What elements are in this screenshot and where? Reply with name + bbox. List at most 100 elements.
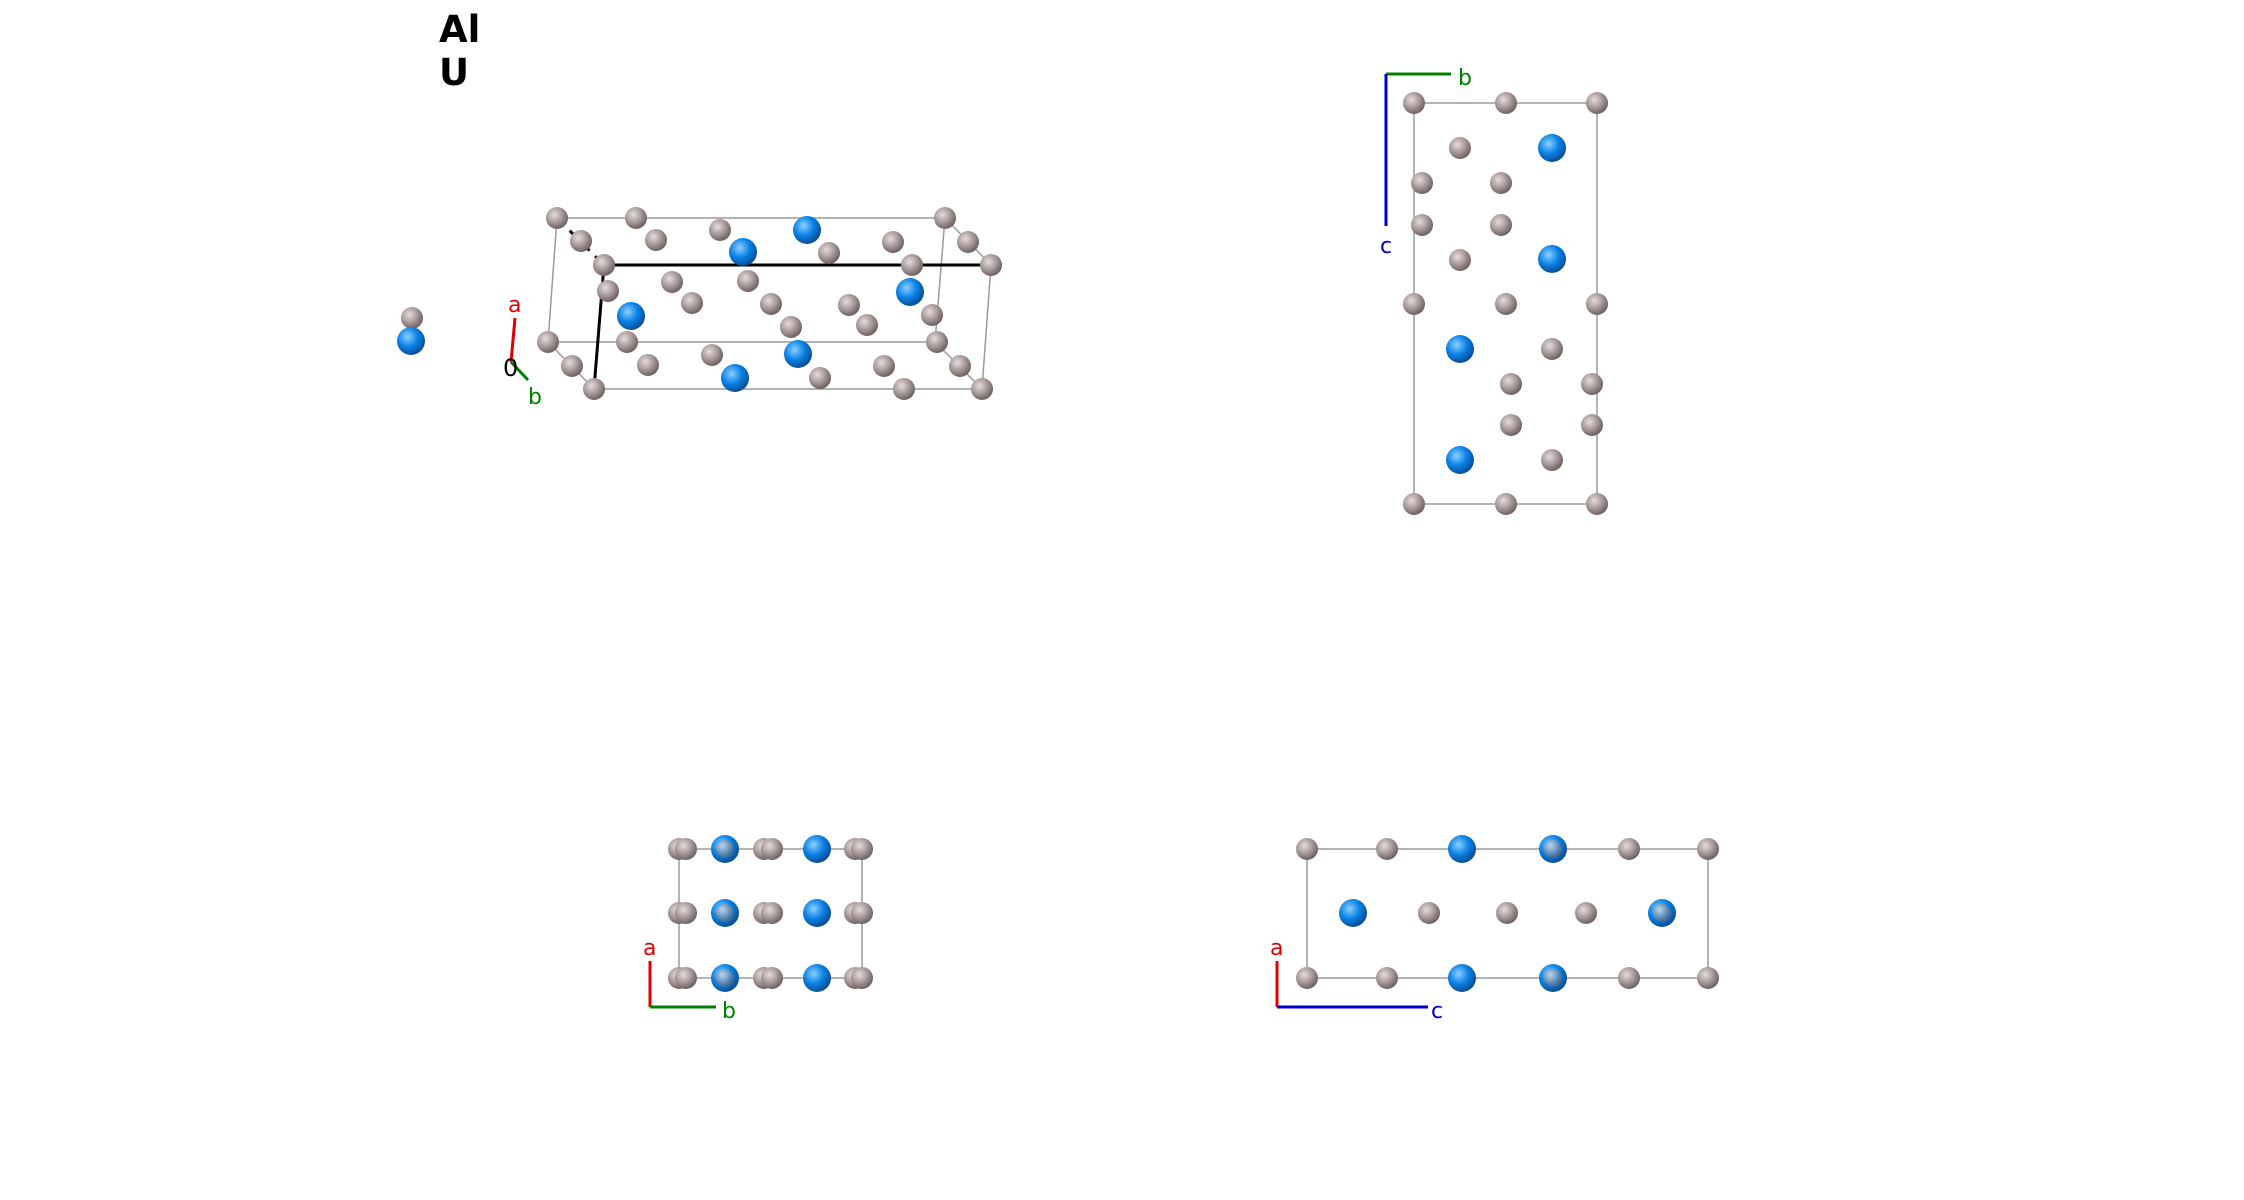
al-atom [1581, 414, 1603, 436]
al-atom [1490, 214, 1512, 236]
u-atom [784, 340, 812, 368]
al-atom [882, 231, 904, 253]
al-atom [675, 838, 697, 860]
al-atom [583, 378, 605, 400]
al-atom [1653, 904, 1671, 922]
al-atom [1575, 902, 1597, 924]
al-atom [1411, 172, 1433, 194]
al-atom [957, 231, 979, 253]
al-atom [980, 254, 1002, 276]
al-atom [856, 314, 878, 336]
axis-c-label: c [1431, 999, 1443, 1024]
al-atom [1697, 967, 1719, 989]
al-atom [1500, 414, 1522, 436]
al-atom [1495, 92, 1517, 114]
atom-group [397, 207, 1002, 400]
axis-b-label: b [722, 999, 736, 1024]
legend-u: U [439, 51, 470, 94]
al-atom [893, 378, 915, 400]
al-atom [593, 254, 615, 276]
al-atom [701, 344, 723, 366]
projection-view-ab: a b [643, 835, 873, 1024]
al-atom [661, 271, 683, 293]
u-atom [793, 216, 821, 244]
axis-a-label: a [1270, 936, 1283, 961]
legend-al: Al [439, 8, 481, 51]
axis-b-label: b [528, 385, 542, 410]
al-atom [1500, 373, 1522, 395]
al-atom [949, 355, 971, 377]
al-atom [716, 969, 734, 987]
unit-cell-outline [1306, 848, 1709, 979]
al-atom [761, 838, 783, 860]
al-atom [1697, 838, 1719, 860]
al-atom [1581, 373, 1603, 395]
axis-b-line [509, 360, 530, 382]
al-atom [818, 242, 840, 264]
al-atom [780, 316, 802, 338]
al-atom [1586, 493, 1608, 515]
u-atom [617, 302, 645, 330]
al-atom [570, 230, 592, 252]
al-atom [1495, 493, 1517, 515]
al-atom [1411, 214, 1433, 236]
al-atom [1376, 838, 1398, 860]
u-atom [803, 835, 831, 863]
al-atom [1403, 493, 1425, 515]
al-atom [1541, 449, 1563, 471]
u-atom [1446, 335, 1474, 363]
al-atom [1296, 838, 1318, 860]
al-atom [625, 207, 647, 229]
al-atom [761, 902, 783, 924]
u-atom [1448, 835, 1476, 863]
al-atom [709, 219, 731, 241]
axis-indicator: b c [1380, 66, 1472, 259]
u-atom [1538, 134, 1566, 162]
al-atom [921, 304, 943, 326]
al-atom [1586, 293, 1608, 315]
al-atom [1618, 838, 1640, 860]
element-legend: Al U [439, 8, 480, 94]
u-atom [803, 964, 831, 992]
u-atom [1446, 446, 1474, 474]
atom-group [668, 835, 873, 992]
axis-a-label: a [643, 936, 656, 961]
al-atom [546, 207, 568, 229]
al-atom [645, 229, 667, 251]
projection-view-ac: a c [1270, 835, 1719, 1024]
al-atom [838, 294, 860, 316]
u-atom [721, 364, 749, 392]
al-atom [1449, 137, 1471, 159]
al-atom [1586, 92, 1608, 114]
u-atom [896, 278, 924, 306]
al-atom [761, 967, 783, 989]
al-atom [681, 292, 703, 314]
u-atom [397, 327, 425, 355]
u-atom [1538, 245, 1566, 273]
al-atom [716, 840, 734, 858]
al-atom [851, 902, 873, 924]
u-atom [729, 238, 757, 266]
al-atom [675, 967, 697, 989]
u-atom [1339, 899, 1367, 927]
al-atom [851, 967, 873, 989]
al-atom [561, 355, 583, 377]
axis-b-label: b [1458, 66, 1472, 91]
al-atom [401, 307, 423, 329]
al-atom [1618, 967, 1640, 989]
al-atom [597, 280, 619, 302]
al-atom [1403, 293, 1425, 315]
atom-group [1296, 835, 1719, 992]
al-atom [1376, 967, 1398, 989]
al-atom [1544, 840, 1562, 858]
al-atom [537, 331, 559, 353]
al-atom [1541, 338, 1563, 360]
u-atom [803, 899, 831, 927]
al-atom [1296, 967, 1318, 989]
al-atom [1418, 902, 1440, 924]
al-atom [1490, 172, 1512, 194]
axis-a-label: a [508, 293, 521, 318]
al-atom [971, 378, 993, 400]
al-atom [934, 207, 956, 229]
al-atom [926, 331, 948, 353]
